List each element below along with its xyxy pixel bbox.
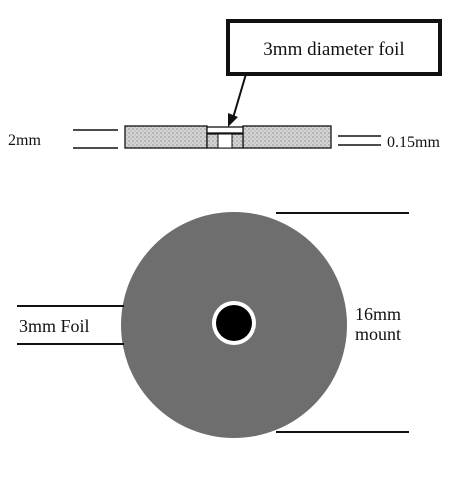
mount-size-label-line2: mount — [355, 324, 401, 344]
callout-label: 3mm diameter foil — [263, 39, 404, 60]
callout-arrowhead — [228, 113, 238, 127]
mount-cross-section-right — [242, 125, 332, 149]
mount-size-label-line1: 16mm — [355, 304, 401, 324]
mount-hole-cross-section — [217, 133, 233, 149]
side-view: 2mm 0.15mm — [8, 125, 440, 151]
foil-size-label: 3mm Foil — [19, 316, 90, 336]
thickness-label-0.15mm: 0.15mm — [387, 134, 440, 151]
foil-cross-section — [206, 126, 244, 134]
callout: 3mm diameter foil — [226, 19, 442, 127]
top-view: 16mm mount 3mm Foil — [17, 212, 409, 438]
callout-box — [226, 19, 442, 76]
thickness-label-2mm: 2mm — [8, 132, 41, 149]
foil-hole — [216, 305, 252, 341]
callout-arrow-line — [232, 73, 247, 119]
mount-cross-section-left — [124, 125, 208, 149]
